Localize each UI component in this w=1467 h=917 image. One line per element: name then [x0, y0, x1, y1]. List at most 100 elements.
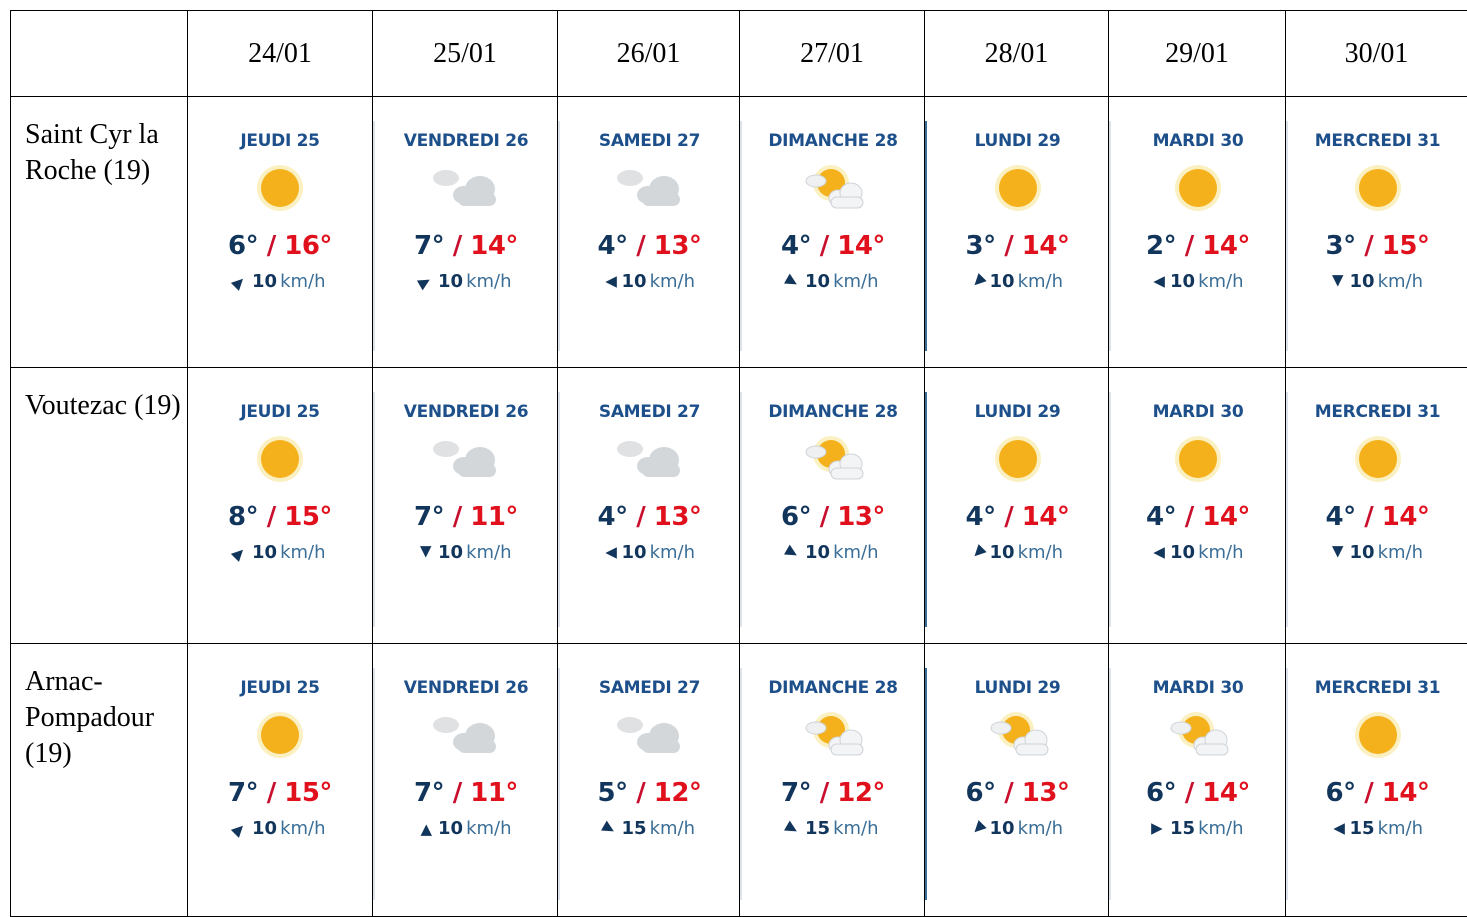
temperature-range: 5° / 12° — [560, 778, 739, 808]
wind-unit: km/h — [466, 818, 511, 839]
min-temperature: 4° — [966, 502, 996, 532]
min-temperature: 6° — [1326, 778, 1356, 808]
min-temperature: 3° — [966, 231, 996, 261]
temperature-range: 4° / 14° — [1288, 502, 1467, 532]
wind-unit: km/h — [1378, 818, 1423, 839]
sun-icon — [188, 700, 372, 770]
temperature-separator: / — [628, 502, 654, 532]
wind-unit: km/h — [280, 818, 325, 839]
max-temperature: 12° — [837, 778, 885, 808]
temperature-range: 3° / 15° — [1288, 231, 1467, 261]
date-header: 28/01 — [925, 11, 1109, 97]
wind-direction-icon: ▲ — [420, 544, 432, 562]
temperature-range: 7° / 11° — [375, 778, 557, 808]
sun-icon — [188, 153, 372, 223]
min-temperature: 7° — [414, 778, 444, 808]
temperature-separator: / — [996, 778, 1022, 808]
forecast-day-label: MERCREDI 31 — [1288, 678, 1467, 698]
partly-cloudy-icon — [742, 153, 924, 223]
wind-direction-icon: ▲ — [601, 276, 619, 288]
max-temperature: 13° — [837, 502, 885, 532]
cloud-icon — [560, 424, 739, 494]
min-temperature: 4° — [1146, 502, 1176, 532]
temperature-range: 7° / 11° — [375, 502, 557, 532]
forecast-day-label: MARDI 30 — [1111, 131, 1285, 151]
temperature-range: 6° / 14° — [1111, 778, 1285, 808]
wind-direction-icon: ▲ — [230, 819, 251, 840]
partly-cloudy-icon — [927, 700, 1108, 770]
min-temperature: 7° — [228, 778, 258, 808]
min-temperature: 4° — [1326, 502, 1356, 532]
date-header-row: 24/01 25/01 26/01 27/01 28/01 29/01 30/0… — [11, 11, 1467, 97]
wind-unit: km/h — [1198, 818, 1243, 839]
temperature-separator: / — [628, 778, 654, 808]
forecast-day-label: JEUDI 25 — [188, 678, 372, 698]
temperature-range: 7° / 15° — [188, 778, 372, 808]
wind-unit: km/h — [1018, 271, 1063, 292]
temperature-separator: / — [1356, 502, 1382, 532]
forecast-day-label: LUNDI 29 — [927, 131, 1108, 151]
min-temperature: 6° — [781, 502, 811, 532]
temperature-separator: / — [996, 231, 1022, 261]
sun-icon — [188, 424, 372, 494]
forecast-table: 24/01 25/01 26/01 27/01 28/01 29/01 30/0… — [10, 10, 1467, 917]
wind-speed: 10 — [438, 271, 463, 292]
wind-direction-icon: ▲ — [230, 543, 251, 564]
forecast-day-label: MARDI 30 — [1111, 678, 1285, 698]
partly-cloudy-icon — [1111, 700, 1285, 770]
sun-icon — [1288, 700, 1467, 770]
location-name: Arnac-Pompadour (19) — [11, 644, 188, 917]
temperature-separator: / — [811, 778, 837, 808]
min-temperature: 4° — [598, 231, 628, 261]
sun-icon — [927, 424, 1108, 494]
forecast-day-label: VENDREDI 26 — [375, 131, 557, 151]
max-temperature: 13° — [654, 231, 702, 261]
temperature-separator: / — [811, 231, 837, 261]
min-temperature: 4° — [598, 502, 628, 532]
temperature-separator: / — [444, 231, 470, 261]
wind-unit: km/h — [833, 818, 878, 839]
forecast-day-label: SAMEDI 27 — [560, 402, 739, 422]
max-temperature: 14° — [1382, 778, 1430, 808]
date-header: 27/01 — [740, 11, 925, 97]
wind-speed: 10 — [805, 271, 830, 292]
max-temperature: 14° — [470, 231, 518, 261]
corner-cell — [11, 11, 188, 97]
temperature-range: 4° / 13° — [560, 502, 739, 532]
max-temperature: 14° — [1202, 778, 1250, 808]
wind-direction-icon: ▲ — [601, 547, 619, 559]
forecast-day-label: JEUDI 25 — [188, 402, 372, 422]
wind-speed: 10 — [990, 271, 1015, 292]
date-header: 26/01 — [558, 11, 740, 97]
wind-speed: 10 — [252, 271, 277, 292]
temperature-separator: / — [628, 231, 654, 261]
max-temperature: 15° — [1382, 231, 1430, 261]
min-temperature: 4° — [781, 231, 811, 261]
wind-direction-icon: ▲ — [967, 272, 988, 293]
wind-unit: km/h — [650, 542, 695, 563]
max-temperature: 11° — [470, 778, 518, 808]
